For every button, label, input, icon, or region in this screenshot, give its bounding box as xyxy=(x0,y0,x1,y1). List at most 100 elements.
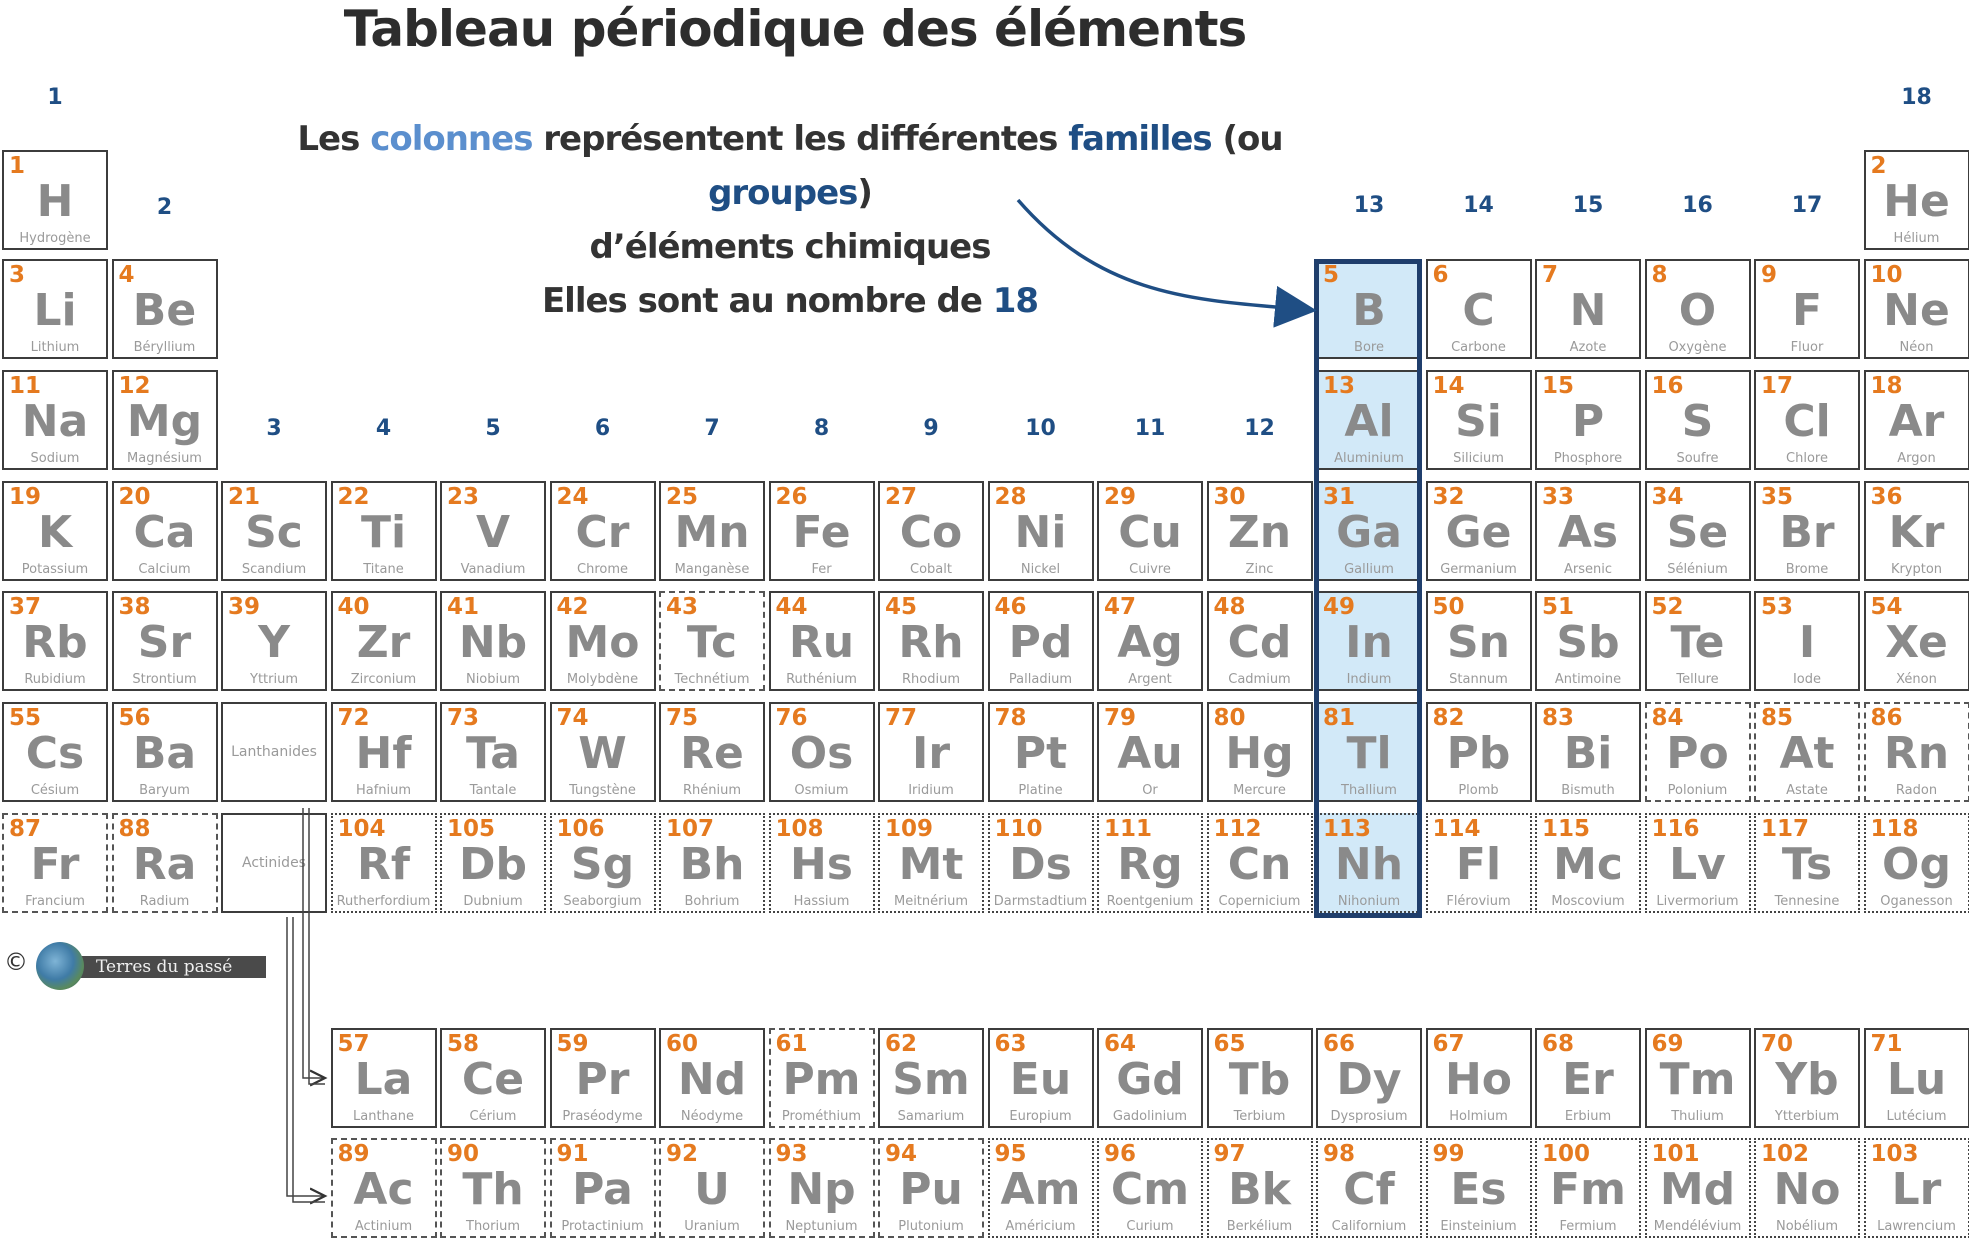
element-symbol: Ra xyxy=(132,839,197,890)
element-symbol: Mo xyxy=(565,617,640,668)
element-name: Dubnium xyxy=(463,894,523,909)
element-symbol: F xyxy=(1791,285,1823,336)
element-symbol: Rn xyxy=(1883,728,1950,779)
explanation-text-part: ) xyxy=(857,173,873,213)
element-symbol: Cs xyxy=(25,728,85,779)
atomic-number: 60 xyxy=(666,1031,699,1057)
atomic-number: 28 xyxy=(994,484,1027,510)
element-name: Américium xyxy=(1005,1219,1076,1234)
element-symbol: Si xyxy=(1455,396,1502,447)
element-name: Curium xyxy=(1126,1219,1174,1234)
element-name: Chlore xyxy=(1786,451,1828,466)
element-name: Bismuth xyxy=(1561,783,1615,798)
element-name: Néon xyxy=(1899,340,1934,355)
element-symbol: Lv xyxy=(1669,839,1726,890)
atomic-number: 17 xyxy=(1761,373,1794,399)
element-name: Zirconium xyxy=(350,672,417,687)
element-symbol: Md xyxy=(1659,1164,1736,1215)
atomic-number: 78 xyxy=(994,705,1027,731)
element-symbol: Cd xyxy=(1227,617,1292,668)
atomic-number: 54 xyxy=(1870,594,1903,620)
atomic-number: 7 xyxy=(1542,262,1559,288)
atomic-number: 53 xyxy=(1761,594,1794,620)
atomic-number: 86 xyxy=(1870,705,1903,731)
explanation-text-part: représentent les différentes xyxy=(532,119,1069,159)
element-symbol: O xyxy=(1678,285,1717,336)
element-symbol: N xyxy=(1569,285,1607,336)
element-symbol: Hs xyxy=(789,839,853,890)
atomic-number: 27 xyxy=(885,484,918,510)
element-name: Krypton xyxy=(1890,562,1943,577)
atomic-number: 64 xyxy=(1104,1031,1137,1057)
atomic-number: 12 xyxy=(118,373,151,399)
element-name: Hafnium xyxy=(355,783,412,798)
element-symbol: At xyxy=(1779,728,1835,779)
pointer-arrow xyxy=(1016,198,1317,328)
atomic-number: 77 xyxy=(885,705,918,731)
element-name: Manganèse xyxy=(674,562,750,577)
element-name: Radium xyxy=(139,894,190,909)
element-symbol: Mn xyxy=(674,507,750,558)
atomic-number: 47 xyxy=(1104,594,1137,620)
element-symbol: Ts xyxy=(1781,839,1833,890)
copyright-icon: © xyxy=(4,948,28,976)
atomic-number: 40 xyxy=(337,594,370,620)
atomic-number: 66 xyxy=(1323,1031,1356,1057)
atomic-number: 38 xyxy=(118,594,151,620)
atomic-number: 22 xyxy=(337,484,370,510)
element-name: Chrome xyxy=(577,562,628,577)
element-symbol: Cu xyxy=(1118,507,1182,558)
element-name: Terbium xyxy=(1233,1109,1286,1124)
keyword-familles: familles xyxy=(1068,119,1212,159)
atomic-number: 44 xyxy=(775,594,808,620)
element-symbol: He xyxy=(1883,176,1950,227)
element-name: Or xyxy=(1142,783,1158,798)
element-name: Antimoine xyxy=(1554,672,1622,687)
element-name: Titane xyxy=(363,562,404,577)
element-name: Flérovium xyxy=(1446,894,1511,909)
element-symbol: Pb xyxy=(1446,728,1511,779)
atomic-number: 114 xyxy=(1432,816,1481,842)
element-name: Livermorium xyxy=(1656,894,1739,909)
element-symbol: Ba xyxy=(132,728,197,779)
element-name: Lawrencium xyxy=(1877,1219,1956,1234)
atomic-number: 50 xyxy=(1432,594,1465,620)
explanation-line-2: d’éléments chimiques xyxy=(589,227,992,267)
element-name: Lutécium xyxy=(1886,1109,1947,1124)
element-name: Fer xyxy=(811,562,832,577)
element-name: Thorium xyxy=(466,1219,520,1234)
atomic-number: 39 xyxy=(228,594,261,620)
atomic-number: 58 xyxy=(447,1031,480,1057)
element-name: Protactinium xyxy=(561,1219,644,1234)
element-name: Uranium xyxy=(684,1219,740,1234)
element-name: Holmium xyxy=(1449,1109,1508,1124)
element-symbol: Rf xyxy=(356,839,411,890)
element-symbol: Zn xyxy=(1227,507,1292,558)
